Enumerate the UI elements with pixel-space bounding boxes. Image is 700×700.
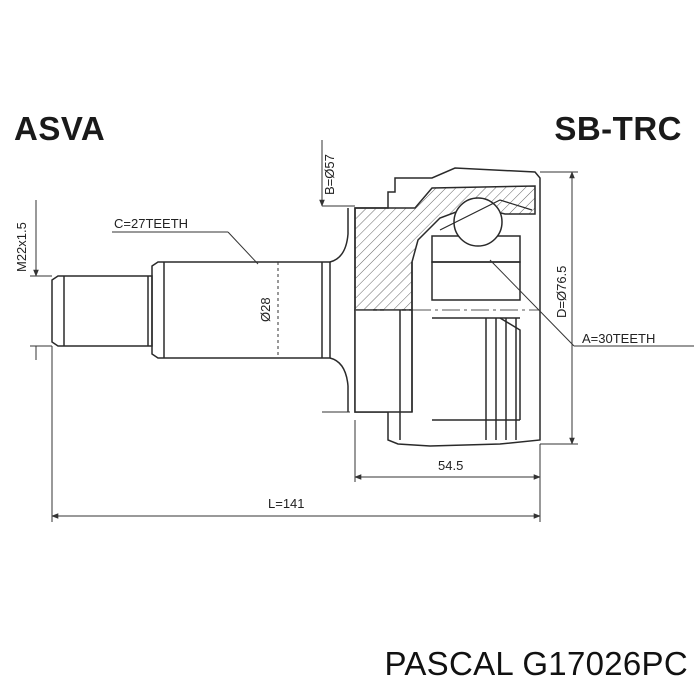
neck bbox=[329, 208, 349, 412]
total-length-label: L=141 bbox=[268, 496, 305, 511]
outer-housing bbox=[354, 167, 541, 447]
brand-asva: ASVA bbox=[14, 110, 106, 147]
shaft-spline-section bbox=[151, 261, 331, 359]
ball bbox=[453, 197, 503, 247]
part-caption: PASCAL G17026PC bbox=[384, 645, 688, 682]
spline-a-label: A=30TEETH bbox=[582, 331, 655, 346]
brand-sb-trc: SB-TRC bbox=[554, 110, 682, 147]
outer-d-label: D=Ø76.5 bbox=[554, 266, 569, 318]
shaft-diameter-label: Ø28 bbox=[258, 297, 273, 322]
shaft-threaded-end bbox=[51, 275, 153, 347]
housing-length-label: 54.5 bbox=[438, 458, 463, 473]
spline-c-label: C=27TEETH bbox=[114, 216, 188, 231]
boot-b-label: B=Ø57 bbox=[322, 154, 337, 195]
dimension-lines bbox=[30, 140, 694, 522]
thread-label: M22x1.5 bbox=[14, 222, 29, 272]
